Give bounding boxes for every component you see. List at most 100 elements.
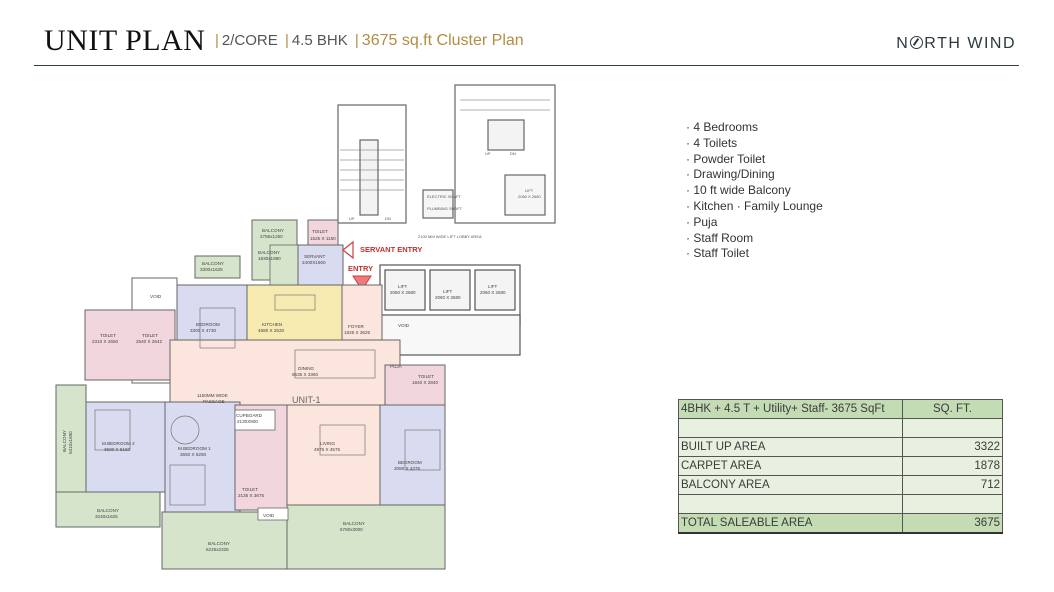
room-label: BALCONY xyxy=(97,508,119,513)
room-dim: 2135 X 3675 xyxy=(238,493,265,498)
table-row xyxy=(678,494,1003,514)
room-label: BALCONY xyxy=(202,261,224,266)
room-label: KITCHEN xyxy=(262,322,282,327)
room-dim: 2400X1660 xyxy=(302,260,326,265)
table-header-cell: SQ. FT. xyxy=(902,399,1003,419)
shaft-label: PLUMBING SHAFT xyxy=(427,206,463,211)
room-dim: 3650 X 5250 xyxy=(180,452,207,457)
room-dim: 2130X900 xyxy=(237,419,258,424)
shaft-label: ELECTRIC SHAFT xyxy=(427,194,462,199)
table-row: BUILT UP AREA 3322 xyxy=(678,437,1003,457)
room-dim: 3240x1625 xyxy=(95,514,118,519)
room-dim: 1840 X 2840 xyxy=(412,380,439,385)
room-label: TOILET xyxy=(242,487,258,492)
bhk-label: 4.5 BHK xyxy=(291,32,348,49)
lift-label: LIFT xyxy=(443,289,453,294)
table-row xyxy=(678,418,1003,438)
core-label: 2/CORE xyxy=(221,32,278,49)
table-cell xyxy=(902,494,1003,514)
entry-arrow-icon xyxy=(352,275,372,291)
cluster-label: 3675 sq.ft Cluster Plan xyxy=(361,32,524,49)
table-row: CARPET AREA 1878 xyxy=(678,456,1003,476)
stair-down-label: DN xyxy=(385,216,391,221)
room-label: DINING xyxy=(298,366,315,371)
room-label: FOYER xyxy=(348,324,365,329)
stair-down-label: DN xyxy=(510,151,516,156)
room-dim: 1525 X 1150 xyxy=(310,236,336,241)
table-row: BALCONY AREA 712 xyxy=(678,475,1003,495)
lift-dim: 2060 X 2680 xyxy=(390,290,416,295)
table-cell: 1878 xyxy=(902,456,1003,476)
room-label: TOILET xyxy=(418,374,434,379)
lift-dim: 2060 X 2680 xyxy=(518,194,541,199)
servant-entry-label: SERVANT ENTRY xyxy=(360,245,422,254)
room-dim: 3600 X 5150 xyxy=(104,447,131,452)
page-header: UNIT PLAN |2/CORE |4.5 BHK |3675 sq.ft C… xyxy=(0,0,1054,68)
room-dim: 3300 X 4730 xyxy=(190,328,217,333)
room-label: SERVANT xyxy=(304,254,325,259)
room-dim: 1830x1980 xyxy=(258,256,281,261)
table-cell: CARPET AREA xyxy=(678,456,903,476)
passage-label: PASSAGE xyxy=(203,399,225,404)
room-label: TOILET xyxy=(142,333,158,338)
feature-item: Staff Room xyxy=(686,231,823,247)
room-label: LIVING xyxy=(320,441,335,446)
feature-item: Kitchen · Family Lounge xyxy=(686,199,822,215)
header-divider xyxy=(34,65,1019,66)
room-dim: 2755x1250 xyxy=(260,234,283,239)
lift-dim: 2060 X 2680 xyxy=(480,290,506,295)
room-label: BALCONY xyxy=(262,228,284,233)
page-subtitle: |2/CORE |4.5 BHK |3675 sq.ft Cluster Pla… xyxy=(215,32,524,49)
table-cell: TOTAL SALEABLE AREA xyxy=(678,513,903,534)
unit-label: UNIT-1 xyxy=(292,395,321,405)
room-dim: 1825 X 3625 xyxy=(344,330,371,335)
lift-dim: 2060 X 2680 xyxy=(435,295,461,300)
feature-list: 4 Bedrooms 4 Toilets Powder Toilet Drawi… xyxy=(686,120,823,262)
table-header-cell: 4BHK + 4.5 T + Utility+ Staff- 3675 SqFt xyxy=(678,399,903,419)
void-label: VOID xyxy=(263,513,275,518)
room-dim: 3080 X 4375 xyxy=(394,466,421,471)
entry-label: ENTRY xyxy=(348,264,373,273)
feature-item: 4 Toilets xyxy=(686,136,823,152)
table-cell: 712 xyxy=(902,475,1003,495)
passage-label: 1150MM WIDE xyxy=(197,393,228,398)
table-cell xyxy=(902,418,1003,438)
room-dim: 4975 X 4575 xyxy=(314,447,341,452)
void-label: VOID xyxy=(150,294,162,299)
page-title: UNIT PLAN xyxy=(44,24,206,57)
feature-item: 4 Bedrooms xyxy=(686,120,823,136)
area-table: 4BHK + 4.5 T + Utility+ Staff- 3675 SqFt… xyxy=(678,399,1003,534)
compass-icon xyxy=(910,36,924,49)
room-label: BEDROOM xyxy=(196,322,220,327)
room-label: BALCONY xyxy=(258,250,280,255)
table-cell: 3322 xyxy=(902,437,1003,457)
room-label: BALCONY xyxy=(208,541,230,546)
lift-label: LIFT xyxy=(488,284,498,289)
room-label: CUPBOARD xyxy=(236,413,263,418)
room-dim: 5410x1690 xyxy=(68,431,73,454)
room-label: TOILET xyxy=(312,229,328,234)
void-label: VOID xyxy=(398,323,410,328)
table-cell xyxy=(678,418,903,438)
lobby-label: 2100 MM WIDE LIFT LOBBY AREA xyxy=(418,234,482,239)
stair-up-label: UP xyxy=(349,216,355,221)
stair-up-label: UP xyxy=(485,151,491,156)
room-dim: 3300x1625 xyxy=(200,267,223,272)
table-cell: BUILT UP AREA xyxy=(678,437,903,457)
floor-plan: UP DN UP DN ELECTRIC SHAFT PLUMBING SHAF… xyxy=(55,84,556,570)
feature-item: Drawing/Dining xyxy=(686,167,823,183)
room-dim: 2310 X 2650 xyxy=(92,339,119,344)
room-dim: 6535 X 3360 xyxy=(292,372,319,377)
feature-item: Powder Toilet xyxy=(686,152,823,168)
table-cell: BALCONY AREA xyxy=(678,475,903,495)
room-label: PUJA xyxy=(390,364,403,369)
room-label: BEDROOM xyxy=(398,460,422,465)
room-dim: 2540 X 2642 xyxy=(136,339,163,344)
table-cell xyxy=(678,494,903,514)
lift-label: LIFT xyxy=(525,188,534,193)
lift-label: LIFT xyxy=(398,284,408,289)
core-structure xyxy=(337,84,556,224)
room-dim: 6225x2325 xyxy=(206,547,229,552)
room-label: M.BEDROOM 2 xyxy=(102,441,135,446)
